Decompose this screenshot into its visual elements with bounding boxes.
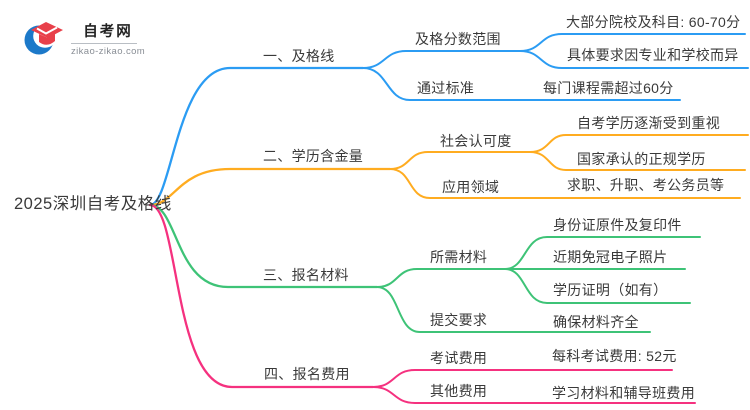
edge <box>372 369 673 388</box>
edge <box>376 268 506 288</box>
branch-4-edges <box>148 203 696 404</box>
subtopic-label: 考试费用 <box>430 350 488 366</box>
leaf-label: 每科考试费用: 52元 <box>552 348 677 364</box>
subtopic-label: 社会认可度 <box>440 133 512 149</box>
branch-3-edges <box>148 203 701 333</box>
subtopic-label: 所需材料 <box>430 249 488 265</box>
root-node-label: 2025深圳自考及格线 <box>14 195 172 213</box>
leaf-label: 求职、升职、考公务员等 <box>567 177 725 193</box>
logo-divider <box>71 42 137 44</box>
subtopic-label: 应用领域 <box>442 179 500 195</box>
subtopic-label: 提交要求 <box>430 312 488 328</box>
leaf-label: 大部分院校及科目: 60-70分 <box>566 14 741 30</box>
edge <box>389 168 741 199</box>
branch-2-label: 二、学历含金量 <box>263 148 364 164</box>
branch-3-label: 三、报名材料 <box>263 267 349 283</box>
site-logo: 自考网 zikao-zikao.com <box>24 18 145 58</box>
edge <box>148 203 375 389</box>
edge <box>529 134 749 153</box>
edge <box>362 50 521 69</box>
branch-4-label: 四、报名费用 <box>264 366 350 382</box>
logo-domain: zikao-zikao.com <box>71 45 146 57</box>
leaf-label: 确保材料齐全 <box>553 314 639 330</box>
edge <box>504 236 701 270</box>
logo-title: 自考网 <box>83 23 133 40</box>
leaf-label: 具体要求因专业和学校而异 <box>567 47 739 63</box>
leaf-label: 国家承认的正规学历 <box>577 151 706 167</box>
edge <box>148 203 379 289</box>
edge <box>148 167 392 207</box>
edge <box>376 286 651 333</box>
subtopic-label: 及格分数范围 <box>415 31 501 47</box>
leaf-label: 近期免冠电子照片 <box>553 249 668 265</box>
edge <box>519 33 746 52</box>
edge <box>148 66 365 207</box>
edge <box>372 386 696 404</box>
leaf-label: 每门课程需超过60分 <box>543 80 674 96</box>
branch-2-edges <box>148 134 749 207</box>
logo-text: 自考网 zikao-zikao.com <box>71 20 145 57</box>
leaf-label: 自考学历逐渐受到重视 <box>577 115 720 131</box>
leaf-label: 学历证明（如有） <box>553 282 668 298</box>
branch-1-label: 一、及格线 <box>263 48 335 64</box>
edge <box>389 151 531 170</box>
leaf-label: 学习材料和辅导班费用 <box>552 385 695 401</box>
edge <box>529 151 746 171</box>
subtopic-label: 其他费用 <box>430 383 488 399</box>
graduation-cap-logo-icon <box>24 22 63 55</box>
branch-1-edges <box>148 33 749 207</box>
leaf-label: 身份证原件及复印件 <box>553 217 682 233</box>
edge <box>519 50 749 69</box>
edge <box>362 67 681 101</box>
subtopic-label: 通过标准 <box>417 80 475 96</box>
edge <box>504 268 691 304</box>
